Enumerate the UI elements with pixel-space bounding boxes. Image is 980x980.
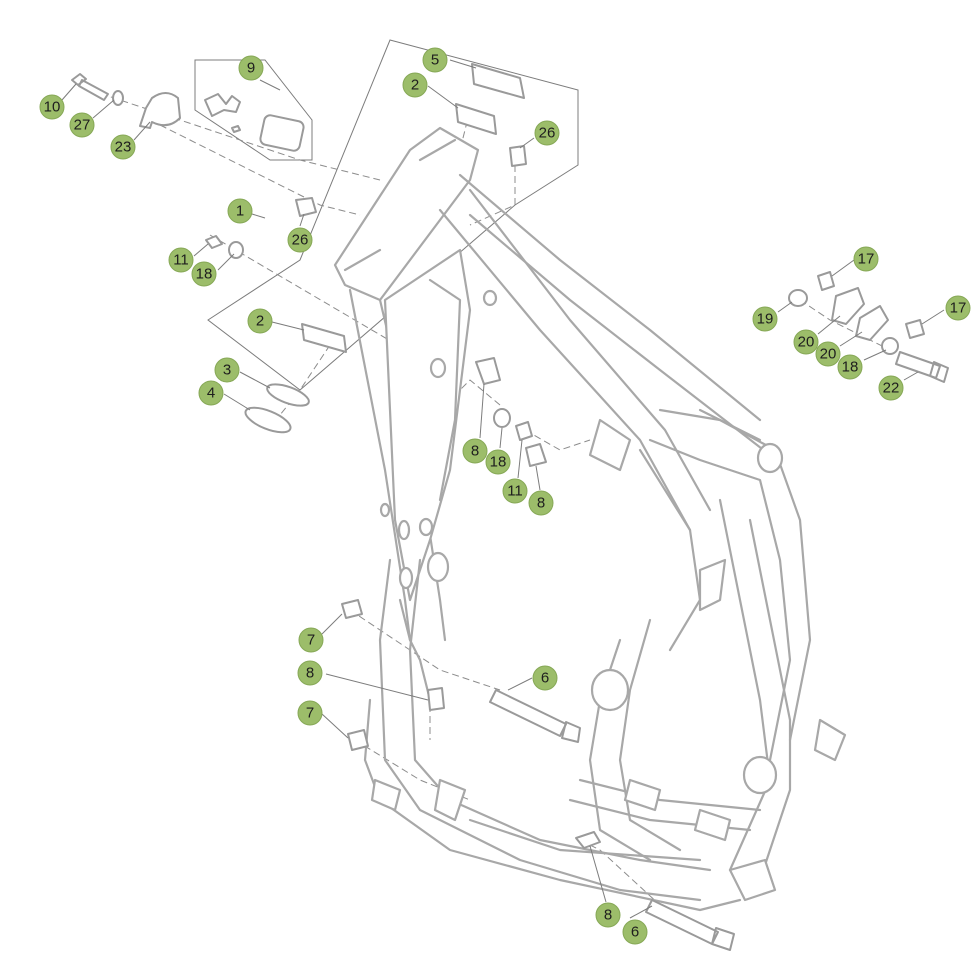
svg-text:7: 7 (307, 632, 315, 649)
callout-20-a: 20 (793, 329, 819, 355)
svg-text:18: 18 (490, 454, 507, 471)
callout-2-upper: 2 (402, 72, 428, 98)
svg-text:26: 26 (292, 232, 309, 249)
callout-8-a: 8 (462, 438, 488, 464)
svg-text:2: 2 (256, 313, 264, 330)
svg-text:26: 26 (539, 125, 556, 142)
callout-7-upper: 7 (298, 627, 324, 653)
svg-text:27: 27 (74, 117, 91, 134)
callout-18-right: 18 (837, 354, 863, 380)
screw-11-mid (515, 421, 533, 441)
bolt-10 (71, 73, 109, 101)
callout-2-lower: 2 (247, 308, 273, 334)
callout-19: 19 (752, 306, 778, 332)
key-lock-9 (204, 93, 241, 117)
seal-4 (244, 406, 292, 434)
svg-text:18: 18 (196, 266, 213, 283)
svg-text:4: 4 (207, 385, 215, 402)
callout-8-b: 8 (528, 490, 554, 516)
nut-7-lower (347, 729, 369, 751)
callout-11-mid: 11 (502, 478, 528, 504)
callout-6-upper: 6 (532, 665, 558, 691)
nut-17-right (905, 319, 925, 339)
svg-text:3: 3 (223, 362, 231, 379)
callout-18-left: 18 (191, 261, 217, 287)
bolt-17-upper (817, 271, 835, 291)
bolt-6-upper (489, 689, 581, 743)
svg-text:17: 17 (858, 251, 875, 268)
svg-text:8: 8 (537, 495, 545, 512)
callout-27: 27 (69, 112, 95, 138)
callout-17-right: 17 (945, 295, 971, 321)
callout-26-left: 26 (287, 227, 313, 253)
svg-text:23: 23 (115, 139, 132, 156)
callout-1: 1 (227, 198, 253, 224)
motorcycle-frame (333, 126, 847, 912)
callouts: 1 2 2 3 4 5 6 6 7 7 8 8 8 8 9 10 11 11 1… (39, 47, 971, 945)
nut-26-right (509, 145, 527, 167)
o-ring-3 (266, 383, 310, 407)
svg-text:2: 2 (411, 77, 419, 94)
svg-text:10: 10 (44, 99, 61, 116)
callout-20-b: 20 (815, 341, 841, 367)
link-20-a (831, 287, 865, 325)
callout-3: 3 (214, 357, 240, 383)
link-20-b (855, 305, 889, 341)
callout-9: 9 (238, 55, 264, 81)
svg-text:11: 11 (507, 483, 523, 500)
svg-text:6: 6 (631, 924, 639, 941)
svg-text:18: 18 (842, 359, 859, 376)
svg-text:6: 6 (541, 670, 549, 687)
svg-text:22: 22 (883, 380, 900, 397)
svg-text:8: 8 (471, 443, 479, 460)
callout-10: 10 (39, 94, 65, 120)
bolt-22 (895, 351, 949, 383)
svg-text:8: 8 (306, 665, 314, 682)
clamp-23 (139, 92, 181, 129)
washer-18-mid (493, 408, 511, 428)
nut-7-upper (341, 599, 363, 619)
svg-text:5: 5 (431, 52, 439, 69)
clip-8-a (475, 357, 501, 385)
washer-18-left (228, 241, 244, 259)
callout-22: 22 (878, 375, 904, 401)
washer-27 (112, 90, 124, 106)
svg-text:9: 9 (247, 60, 255, 77)
callout-17-upper: 17 (853, 246, 879, 272)
callout-23: 23 (110, 134, 136, 160)
callout-5: 5 (422, 47, 448, 73)
callout-8-c: 8 (297, 660, 323, 686)
callout-6-lower: 6 (622, 919, 648, 945)
clip-8-b (525, 443, 547, 467)
assembly-lines (89, 89, 891, 906)
screw-11-left (205, 235, 223, 249)
key-lock-group-box (194, 59, 313, 161)
callout-4: 4 (198, 380, 224, 406)
bearing-cap-5 (471, 63, 525, 99)
washer-18-right (881, 337, 899, 355)
svg-text:1: 1 (236, 203, 244, 220)
callout-8-d: 8 (595, 902, 621, 928)
callout-7-lower: 7 (297, 700, 323, 726)
svg-text:17: 17 (950, 300, 967, 317)
svg-text:11: 11 (173, 252, 189, 269)
bearing-2-lower (301, 323, 347, 353)
callout-11-left: 11 (168, 247, 194, 273)
svg-text:19: 19 (757, 311, 774, 328)
nut-26-left (295, 197, 317, 217)
clip-8-c (427, 687, 445, 711)
clip-8-d (575, 831, 601, 849)
svg-text:8: 8 (604, 907, 612, 924)
washer-19 (788, 289, 808, 307)
loose-parts (71, 63, 949, 951)
svg-text:20: 20 (798, 334, 815, 351)
svg-text:7: 7 (306, 705, 314, 722)
svg-text:20: 20 (820, 346, 837, 363)
callout-26-right: 26 (534, 120, 560, 146)
leader-lines (61, 59, 945, 919)
bearing-2-upper (455, 103, 497, 135)
callout-18-mid: 18 (485, 449, 511, 475)
